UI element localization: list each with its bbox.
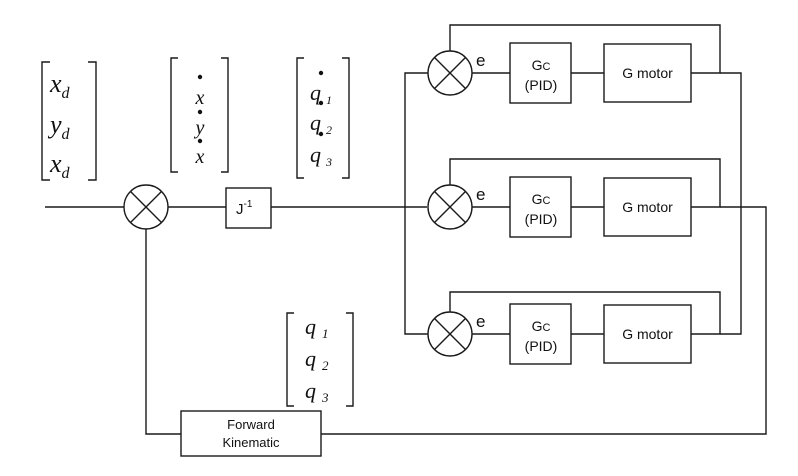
row2-error-label: e <box>476 185 485 204</box>
row1-error-label: e <box>476 51 485 70</box>
desired-entry-3: xd <box>49 149 71 182</box>
gc-label: GC <box>532 318 551 334</box>
derivative-dot <box>197 138 203 144</box>
row2-feedback-loop <box>449 158 721 208</box>
output-to-fk-line <box>321 206 767 435</box>
motor-label: G motor <box>622 199 673 215</box>
main-summing-junction <box>123 184 169 230</box>
row3-pid-controller-block: GC (PID) <box>509 303 572 365</box>
row2-motor-block: G motor <box>603 177 692 237</box>
jinv-label: J-1 <box>236 199 253 218</box>
left-bracket <box>286 312 294 407</box>
row3-summing-junction <box>427 311 473 357</box>
left-bracket <box>170 57 178 173</box>
gc-label: GC <box>532 57 551 73</box>
desired-entry-1: xd <box>49 69 71 102</box>
row1-output-line <box>720 72 742 207</box>
fk-to-summing-line <box>145 229 181 435</box>
derivative-dot <box>318 131 324 137</box>
motor-label: G motor <box>622 326 673 342</box>
row2-pid-controller-block: GC (PID) <box>509 176 572 238</box>
right-bracket <box>88 61 97 181</box>
derivative-dot <box>197 74 203 80</box>
forward-kinematic-block: Forward Kinematic <box>180 410 322 457</box>
velocity-entry-1: x <box>195 87 205 109</box>
row3-output-line <box>720 207 742 335</box>
inverse-jacobian-block: J-1 <box>225 187 272 229</box>
desired-entry-2: yd <box>47 110 71 143</box>
row1-feedback-loop <box>449 24 721 74</box>
row1-summing-junction <box>427 50 473 96</box>
fk-label-line2: Kinematic <box>222 435 280 450</box>
left-bracket <box>41 61 50 181</box>
left-bracket <box>296 57 304 179</box>
row3-feedback-loop <box>449 291 721 335</box>
row1-pid-controller-block: GC (PID) <box>509 42 572 104</box>
row3-error-label: e <box>476 312 485 331</box>
pid-label: (PID) <box>525 211 558 227</box>
derivative-dot <box>318 70 324 76</box>
right-bracket <box>346 312 354 407</box>
desired-position-vector: xd yd xd <box>41 61 97 182</box>
right-bracket <box>221 57 229 173</box>
pid-label: (PID) <box>525 338 558 354</box>
velocity-entry-2: y <box>194 117 205 139</box>
row2-summing-junction <box>427 184 473 230</box>
branch-distribution-line <box>404 72 428 335</box>
cartesian-velocity-vector: x y x <box>170 57 229 173</box>
signal-lines <box>45 24 767 435</box>
pid-label: (PID) <box>525 77 558 93</box>
row1-motor-block: G motor <box>603 43 692 103</box>
derivative-dot <box>318 100 324 106</box>
gc-label: GC <box>532 191 551 207</box>
derivative-dot <box>197 109 203 115</box>
motor-label: G motor <box>622 65 673 81</box>
right-bracket <box>342 57 350 179</box>
fk-label-line1: Forward <box>227 417 275 432</box>
velocity-entry-3: x <box>195 146 205 168</box>
row3-motor-block: G motor <box>603 304 692 364</box>
